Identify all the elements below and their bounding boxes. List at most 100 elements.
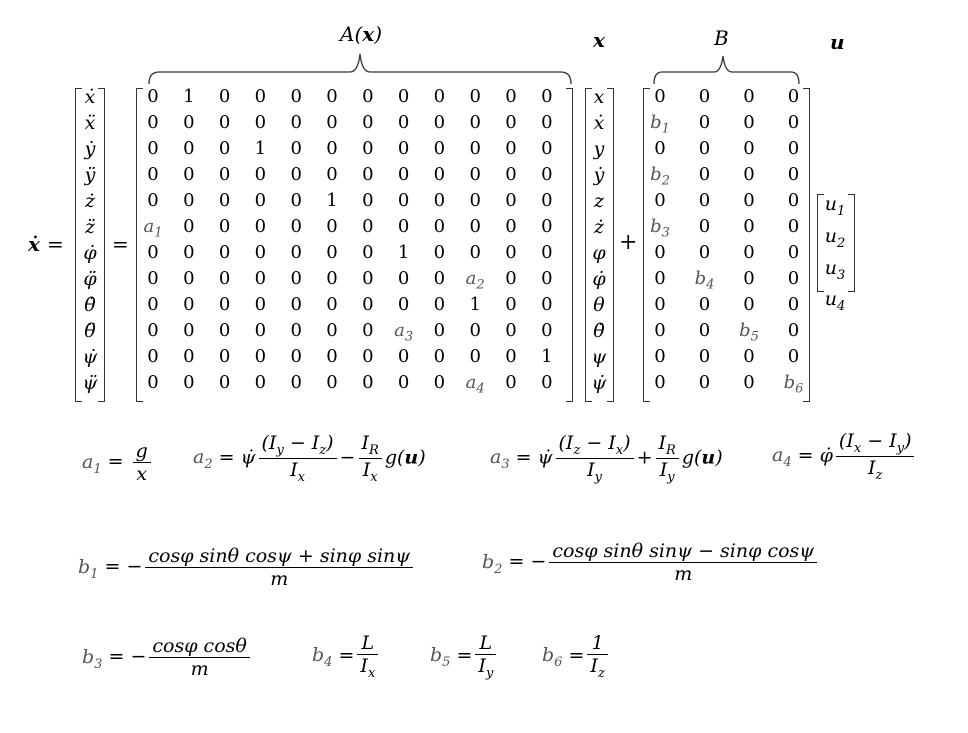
A-matrix-cell: 0: [326, 346, 338, 367]
A-matrix-cell: 0: [147, 190, 159, 211]
A-matrix-cell: 0: [326, 112, 338, 133]
lhs-xdot: ẋ: [28, 232, 40, 256]
A-matrix-cell: 0: [326, 320, 338, 341]
label-B-matrix: B: [714, 26, 729, 50]
A-matrix-cell: 0: [505, 190, 517, 211]
A-matrix-cell: 0: [433, 242, 446, 263]
B-matrix-cell: 0: [698, 216, 711, 237]
A-matrix-cell: 1: [183, 86, 195, 107]
B-matrix-cell: 0: [743, 190, 755, 211]
A-matrix-cell: 0: [290, 268, 302, 289]
A-matrix-cell: 0: [469, 346, 481, 367]
A-matrix-cell: 0: [290, 138, 302, 159]
A-matrix-cell: 0: [254, 216, 267, 237]
lhs-vector-entry: ẋ: [84, 86, 96, 108]
B-matrix-cell: 0: [654, 346, 666, 367]
lhs-vector-entry: φ̇: [83, 242, 97, 264]
B-matrix-cell: 0: [698, 294, 711, 315]
A-matrix-cell: 0: [326, 294, 338, 315]
A-matrix-cell: 0: [147, 346, 159, 367]
B-bracket-right: [803, 88, 810, 402]
A-matrix-cell: 0: [469, 242, 481, 263]
A-matrix-cell: 0: [147, 320, 159, 341]
B-matrix-cell: 0: [787, 112, 800, 133]
A-matrix-cell: a4: [465, 372, 485, 397]
A-matrix-cell: 0: [541, 190, 553, 211]
A-matrix-cell: 0: [326, 86, 338, 107]
equals-2: =: [112, 232, 129, 256]
A-matrix-cell: 0: [183, 294, 195, 315]
A-matrix-cell: 0: [147, 294, 159, 315]
A-matrix-cell: 1: [469, 294, 481, 315]
A-matrix-cell: 0: [290, 320, 302, 341]
A-matrix-cell: 0: [469, 138, 481, 159]
A-matrix-cell: 0: [362, 268, 374, 289]
A-matrix-cell: 0: [433, 164, 446, 185]
A-matrix-cell: 0: [326, 242, 338, 263]
B-matrix-cell: 0: [698, 190, 711, 211]
lhs-vector-entry: z̈: [84, 216, 95, 238]
lhs-vector-entry: φ̈: [83, 268, 97, 290]
A-matrix-cell: 0: [541, 372, 553, 393]
A-matrix-cell: 0: [254, 242, 267, 263]
A-matrix-cell: 0: [541, 268, 553, 289]
lhs-vector-entry: ψ̈: [82, 372, 98, 394]
state-vector-entry: ψ: [591, 346, 607, 368]
A-matrix-cell: 0: [505, 268, 517, 289]
B-matrix-cell: 0: [743, 372, 755, 393]
lhs-vector-entry: ż: [84, 190, 95, 212]
state-vector-entry: ẋ: [593, 112, 605, 134]
B-matrix-cell: 0: [743, 294, 755, 315]
B-matrix-cell: 0: [743, 164, 755, 185]
B-matrix-cell: b4: [694, 268, 715, 293]
A-matrix-cell: 0: [183, 164, 195, 185]
B-matrix-cell: 0: [743, 86, 755, 107]
B-matrix-cell: 0: [698, 320, 711, 341]
u-bracket-left: [817, 194, 824, 292]
A-matrix-cell: 0: [183, 346, 195, 367]
lhs-vector-entry: ψ̇: [82, 346, 98, 368]
A-matrix-cell: 0: [218, 320, 231, 341]
def-a4: a4 = φ̇(Ix − Iy)Iz: [772, 430, 917, 483]
A-matrix-cell: 0: [469, 112, 481, 133]
B-matrix-cell: 0: [654, 294, 666, 315]
A-matrix-cell: 0: [218, 138, 231, 159]
A-matrix-cell: 0: [183, 190, 195, 211]
B-matrix-cell: 0: [787, 320, 800, 341]
B-matrix-cell: 0: [698, 242, 711, 263]
A-matrix-cell: 0: [290, 112, 302, 133]
A-matrix-cell: 0: [218, 372, 231, 393]
B-matrix-cell: 0: [743, 242, 755, 263]
u-vector-entry: u1: [824, 193, 846, 219]
A-matrix-cell: 0: [290, 242, 302, 263]
B-matrix-cell: 0: [654, 190, 666, 211]
A-matrix-cell: 0: [362, 242, 374, 263]
A-matrix-cell: 0: [397, 268, 410, 289]
A-matrix-cell: 0: [541, 242, 553, 263]
A-matrix-cell: 0: [397, 346, 410, 367]
A-matrix-cell: 0: [218, 242, 231, 263]
A-matrix-cell: 0: [433, 86, 446, 107]
A-matrix-cell: 0: [541, 294, 553, 315]
A-matrix-cell: 0: [397, 372, 410, 393]
A-matrix-cell: 0: [254, 372, 267, 393]
A-matrix-cell: 0: [505, 164, 517, 185]
A-matrix-cell: 0: [505, 294, 517, 315]
A-matrix-cell: 1: [254, 138, 267, 159]
B-matrix-cell: 0: [787, 268, 800, 289]
A-matrix-cell: a2: [465, 268, 485, 293]
A-matrix-cell: 0: [218, 294, 231, 315]
state-vector-entry: ż: [593, 216, 604, 238]
A-matrix-cell: 0: [505, 242, 517, 263]
A-matrix-cell: 0: [290, 216, 302, 237]
B-matrix-cell: 0: [654, 372, 666, 393]
A-matrix-cell: 0: [147, 164, 159, 185]
state-vector-entry: ẏ: [593, 164, 605, 186]
u-vector-entry: u3: [824, 256, 846, 283]
